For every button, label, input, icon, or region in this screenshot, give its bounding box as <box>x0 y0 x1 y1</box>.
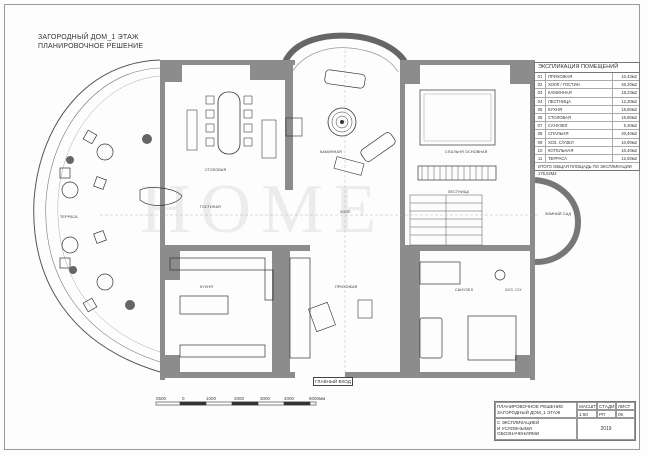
title-block-note: С ЭКСПЛИКАЦИЕЙ И УСЛОВНЫМИ ОБОЗНАЧЕНИЯМИ <box>495 418 577 440</box>
legend-header: ЭКСПЛИКАЦИЯ ПОМЕЩЕНИЙ <box>535 63 639 73</box>
drawing-frame <box>4 4 640 450</box>
legend-name: КУХНЯ <box>548 106 562 112</box>
stage-head: Стадия <box>597 402 616 410</box>
note-line-1: С ЭКСПЛИКАЦИЕЙ <box>497 420 540 425</box>
legend-area: 18,80м2 <box>612 105 639 113</box>
room-label: ГОСТИНАЯ <box>200 205 221 209</box>
room-label: ХОЛЛ <box>340 210 351 214</box>
scale-label: 4000 <box>284 396 295 401</box>
legend-area: 46,20м2 <box>612 81 639 89</box>
main-entry-label: ГЛАВНЫЙ ВХОД <box>313 377 353 386</box>
room-label: ЛЕСТНИЦА <box>448 190 470 194</box>
scale-value: 1:50 <box>577 410 597 418</box>
room-label: ПРИХОЖАЯ <box>335 285 358 289</box>
legend-name: ХОЛЛ / ГОСТИН. <box>548 82 581 88</box>
title-block-year: 2019 <box>577 418 635 440</box>
legend-name: САНУЗЕЛ <box>548 123 568 129</box>
scale-label: 3000 <box>260 396 271 401</box>
title-block: ПЛАНИРОВОЧНОЕ РЕШЕНИЕ ЗАГОРОДНЫЙ ДОМ_1 Э… <box>494 401 636 441</box>
note-line-2: И УСЛОВНЫМИ ОБОЗНАЧЕНИЯМИ <box>497 425 540 437</box>
legend-area: 10,40м2 <box>612 146 639 154</box>
sheet-value: 05 <box>616 410 635 418</box>
room-label: ТЕРРАСА <box>60 215 78 219</box>
legend-name: СТОЛОВАЯ <box>548 114 571 120</box>
scale-label: 0500 <box>156 396 167 401</box>
legend-num: 01 <box>535 73 546 81</box>
room-label: КАМИННАЯ <box>320 150 342 154</box>
legend-name: КОТЕЛЬНАЯ <box>548 147 574 153</box>
legend-num: 07 <box>535 122 546 130</box>
legend-name: ХОЗ. С/УЗЕЛ <box>548 139 574 145</box>
legend-area: 10,90м2 <box>612 138 639 146</box>
legend-num: 11 <box>535 154 546 163</box>
legend-name: СПАЛЬНЯ <box>548 131 569 137</box>
drawing-subtitle: ПЛАНИРОВОЧНОЕ РЕШЕНИЕ <box>38 43 144 50</box>
legend-total: ИТОГО ОБЩАЯ ПЛОЩАДЬ ПО ЭКСПЛИКАЦИИ 176,5… <box>538 164 632 177</box>
watermark: HOME <box>140 171 387 248</box>
drawing-title: ЗАГОРОДНЫЙ ДОМ_1 ЭТАЖ <box>38 34 139 41</box>
legend-area: 12,50м2 <box>612 154 639 163</box>
project-line-1: ПЛАНИРОВОЧНОЕ РЕШЕНИЕ <box>497 404 564 409</box>
legend-area: 5,30м2 <box>612 122 639 130</box>
legend-name: ТЕРРАСА <box>548 155 568 161</box>
scale-label: 1000 <box>206 396 217 401</box>
stage-value: РП <box>597 410 616 418</box>
room-label: СПАЛЬНЯ ОСНОВНАЯ <box>445 150 488 154</box>
legend-num: 06 <box>535 113 546 122</box>
legend-area: 12,30м2 <box>612 97 639 105</box>
sheet-head: Лист <box>616 402 635 410</box>
legend-num: 08 <box>535 130 546 138</box>
room-label: ЗИМНИЙ САД <box>545 212 571 216</box>
legend-num: 10 <box>535 146 546 154</box>
legend-num: 03 <box>535 89 546 97</box>
legend-num: 02 <box>535 81 546 89</box>
legend-num: 04 <box>535 97 546 105</box>
scale-bar <box>155 401 317 406</box>
legend-area: 10,43м2 <box>612 73 639 81</box>
room-label: КУХНЯ <box>200 285 214 289</box>
title-block-project: ПЛАНИРОВОЧНОЕ РЕШЕНИЕ ЗАГОРОДНЫЙ ДОМ_1 Э… <box>495 402 577 418</box>
scale-head: Масшт. <box>577 402 597 410</box>
scale-label: 0 <box>182 396 185 401</box>
legend-area: 18,23м2 <box>612 89 639 97</box>
project-line-2: ЗАГОРОДНЫЙ ДОМ_1 ЭТАЖ <box>497 409 561 415</box>
scale-label: 2000 <box>234 396 245 401</box>
room-label: ХОЗ. С/У <box>505 288 522 292</box>
legend-area: 16,80м2 <box>612 113 639 122</box>
legend-name: ЛЕСТНИЦА <box>548 98 571 104</box>
legend-area: 20,40м2 <box>612 130 639 138</box>
legend-num: 09 <box>535 138 546 146</box>
legend-name: ПРИХОЖАЯ <box>548 74 573 79</box>
room-label: СТОЛОВАЯ <box>205 168 227 172</box>
legend-name: КАМИННАЯ <box>548 90 572 96</box>
room-label: САНУЗЕЛ <box>455 288 474 292</box>
scale-label: 5000мм <box>309 396 326 401</box>
legend-num: 05 <box>535 105 546 113</box>
